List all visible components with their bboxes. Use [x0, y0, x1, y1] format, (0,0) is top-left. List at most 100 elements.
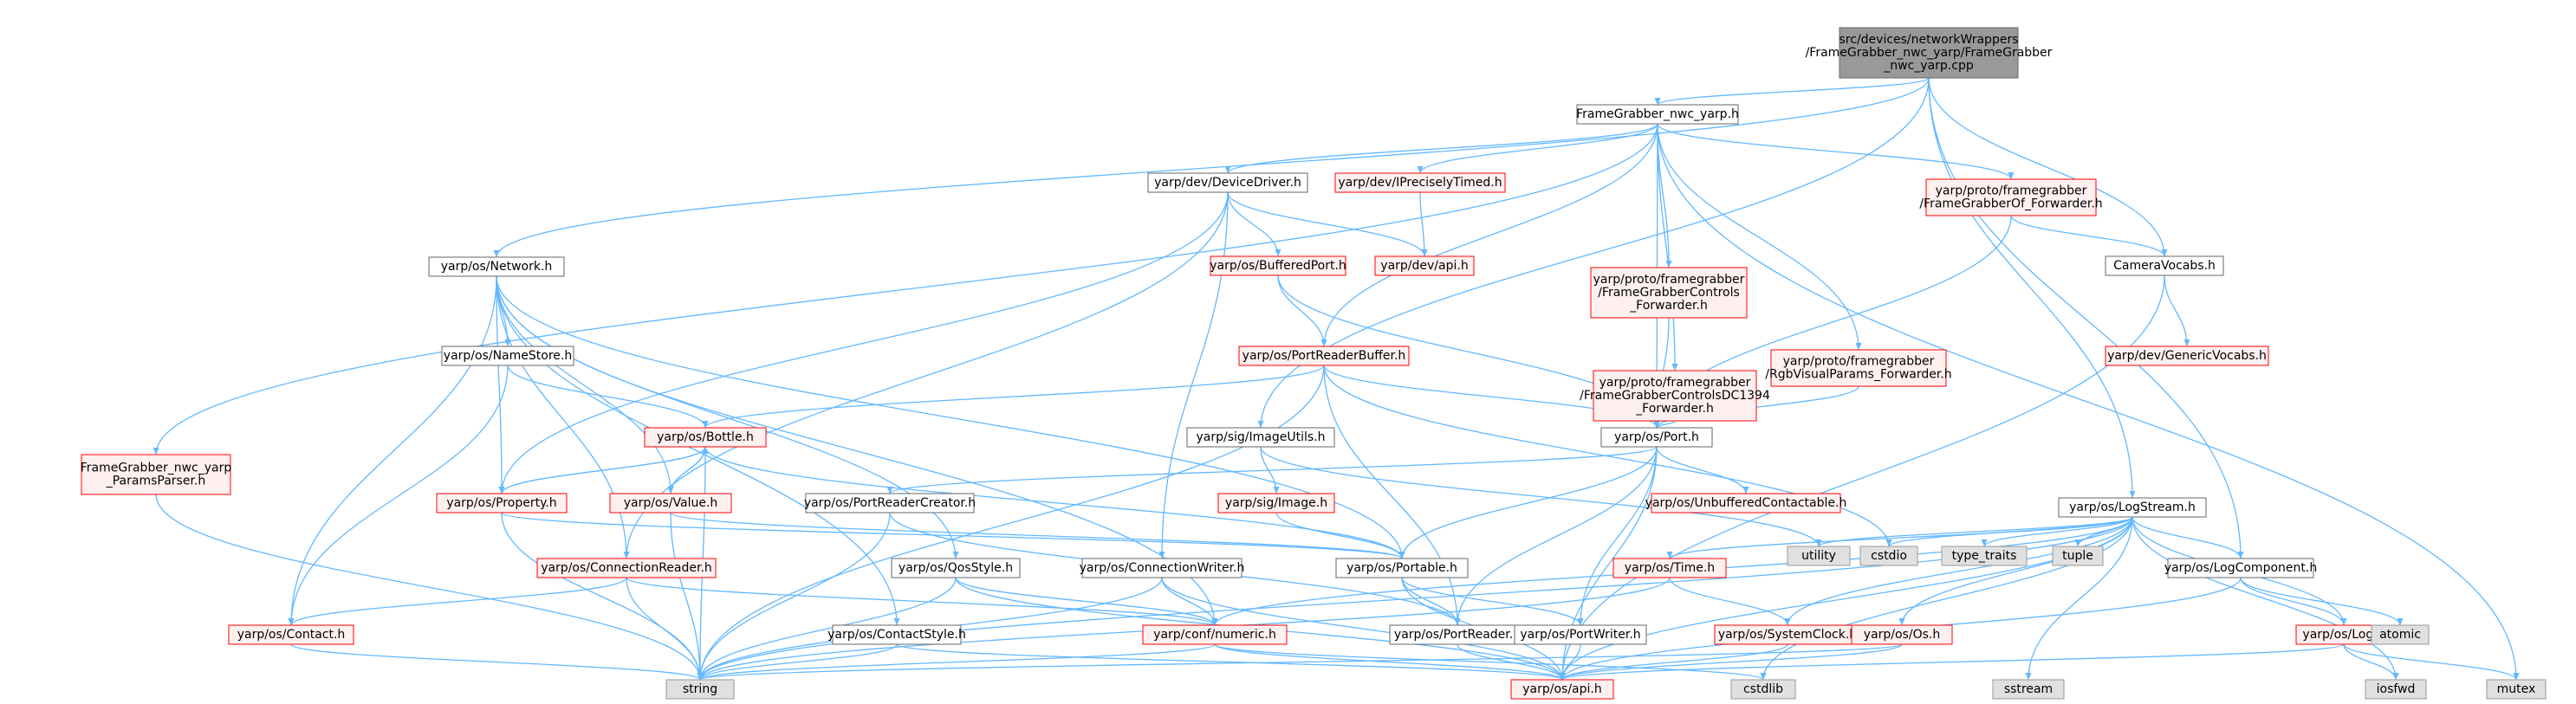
edge-logstream-to-osapi: [1559, 516, 2133, 681]
edge-network-to-property: [496, 275, 505, 494]
node-typetraits[interactable]: type_traits: [1941, 546, 2028, 566]
node-params[interactable]: FrameGrabber_nwc_yarp_ParamsParser.h: [81, 454, 232, 495]
node-atomic[interactable]: atomic: [2371, 624, 2430, 645]
edge-logstream-to-utility: [1815, 516, 2133, 547]
node-bottle[interactable]: yarp/os/Bottle.h: [644, 427, 767, 448]
node-iosfwd[interactable]: iosfwd: [2365, 679, 2427, 700]
node-devapi-label-line: yarp/dev/api.h: [1380, 259, 1468, 273]
node-portreader-label-line: yarp/os/PortReader.h: [1394, 628, 1521, 642]
node-value[interactable]: yarp/os/Value.h: [609, 493, 732, 513]
edge-image-to-portable: [1275, 512, 1405, 559]
node-cstdlib[interactable]: cstdlib: [1730, 679, 1796, 700]
node-image-label-line: yarp/sig/Image.h: [1225, 496, 1327, 510]
edge-devdriver-to-bufport: [1227, 191, 1282, 257]
edge-sysclock-to-osapi: [1559, 643, 1788, 681]
node-log-label-line: yarp/os/Log.h: [2302, 628, 2385, 642]
node-bufport[interactable]: yarp/os/BufferedPort.h: [1210, 255, 1346, 276]
node-fgof-label-line: yarp/proto/framegrabber: [1936, 184, 2087, 198]
node-logcomp[interactable]: yarp/os/LogComponent.h: [2164, 558, 2317, 578]
node-numeric-label-line: yarp/conf/numeric.h: [1153, 628, 1276, 642]
node-port-label-line: yarp/os/Port.h: [1614, 430, 1699, 444]
node-unbuf[interactable]: yarp/os/UnbufferedContactable.h: [1645, 493, 1847, 513]
edge-fg_h-to-fgdc: [1657, 123, 1678, 371]
node-fg_h[interactable]: FrameGrabber_nwc_yarp.h: [1576, 104, 1739, 125]
node-time[interactable]: yarp/os/Time.h: [1612, 558, 1727, 578]
node-contact[interactable]: yarp/os/Contact.h: [228, 624, 354, 645]
node-tuple-label-line: tuple: [2062, 549, 2093, 563]
node-contact-label-line: yarp/os/Contact.h: [237, 628, 346, 642]
node-string[interactable]: string: [665, 679, 735, 700]
node-fgctrl[interactable]: yarp/proto/framegrabber/FrameGrabberCont…: [1590, 267, 1748, 319]
node-image[interactable]: yarp/sig/Image.h: [1217, 493, 1335, 513]
node-qos[interactable]: yarp/os/QosStyle.h: [891, 558, 1021, 578]
node-prb-label-line: yarp/os/PortReaderBuffer.h: [1243, 349, 1406, 363]
node-sysclock[interactable]: yarp/os/SystemClock.h: [1714, 624, 1861, 645]
node-main[interactable]: src/devices/networkWrappers/FrameGrabber…: [1806, 27, 2053, 79]
edge-fg_h-to-params: [152, 123, 1658, 455]
edge-network-to-contactstyle: [496, 275, 900, 626]
node-logcomp-box: [2167, 558, 2314, 578]
node-port[interactable]: yarp/os/Port.h: [1600, 427, 1713, 448]
node-prb[interactable]: yarp/os/PortReaderBuffer.h: [1238, 346, 1410, 366]
node-osapi[interactable]: yarp/os/api.h: [1510, 679, 1614, 700]
node-portwriter[interactable]: yarp/os/PortWriter.h: [1514, 624, 1647, 645]
edge-logstream-to-string: [697, 516, 2133, 681]
edge-namestore-to-contact: [288, 365, 509, 626]
node-rgbvis[interactable]: yarp/proto/framegrabber/RgbVisualParams_…: [1765, 349, 1952, 387]
node-iprecise[interactable]: yarp/dev/IPreciselyTimed.h: [1334, 172, 1506, 193]
node-imageutils[interactable]: yarp/sig/ImageUtils.h: [1186, 427, 1335, 448]
node-camvocabs[interactable]: CameraVocabs.h: [2105, 255, 2224, 276]
node-contactstyle[interactable]: yarp/os/ContactStyle.h: [827, 624, 966, 645]
edge-connreader-to-contact: [288, 577, 627, 626]
node-mutex-box: [2486, 679, 2547, 700]
node-fgof[interactable]: yarp/proto/framegrabber/FrameGrabberOf_F…: [1919, 178, 2103, 216]
node-cstdio[interactable]: cstdio: [1859, 546, 1918, 566]
node-connwriter[interactable]: yarp/os/ConnectionWriter.h: [1080, 558, 1245, 578]
node-iosfwd-box: [2365, 679, 2427, 700]
edge-port-to-portreader: [1454, 446, 1658, 626]
node-time-box: [1612, 558, 1727, 578]
node-port-box: [1600, 427, 1713, 448]
node-utility[interactable]: utility: [1787, 546, 1851, 566]
edge-time-to-sysclock: [1669, 577, 1791, 626]
node-tuple[interactable]: tuple: [2052, 546, 2104, 566]
edge-qos-to-string: [697, 577, 957, 681]
node-genvocabs[interactable]: yarp/dev/GenericVocabs.h: [2105, 346, 2269, 366]
node-mutex[interactable]: mutex: [2486, 679, 2547, 700]
node-portwriter-label-line: yarp/os/PortWriter.h: [1520, 628, 1640, 642]
node-os[interactable]: yarp/os/Os.h: [1851, 624, 1953, 645]
edge-property-to-bottle: [501, 446, 709, 494]
node-network[interactable]: yarp/os/Network.h: [428, 256, 565, 277]
node-atomic-label-line: atomic: [2379, 628, 2421, 642]
node-sysclock-label-line: yarp/os/SystemClock.h: [1718, 628, 1857, 642]
node-devapi[interactable]: yarp/dev/api.h: [1374, 255, 1475, 276]
node-network-box: [428, 256, 565, 277]
node-unbuf-label-line: yarp/os/UnbufferedContactable.h: [1645, 496, 1847, 510]
edge-numeric-to-cstdlib: [1214, 643, 1767, 681]
edge-fg_h-to-rgbvis: [1657, 123, 1862, 351]
node-cstdio-box: [1859, 546, 1918, 566]
node-namestore[interactable]: yarp/os/NameStore.h: [441, 346, 574, 366]
node-prc[interactable]: yarp/os/PortReaderCreator.h: [804, 493, 976, 513]
node-params-box: [81, 454, 231, 495]
node-prb-box: [1238, 346, 1410, 366]
node-fgdc[interactable]: yarp/proto/framegrabber/FrameGrabberCont…: [1580, 370, 1770, 422]
edge-os-to-osapi: [1559, 643, 1903, 681]
node-devdriver[interactable]: yarp/dev/DeviceDriver.h: [1147, 172, 1308, 193]
node-property[interactable]: yarp/os/Property.h: [436, 493, 568, 513]
node-logstream[interactable]: yarp/os/LogStream.h: [2058, 497, 2207, 518]
node-connreader[interactable]: yarp/os/ConnectionReader.h: [536, 558, 717, 578]
node-bottle-box: [644, 427, 767, 448]
edge-connwriter-to-numeric: [1161, 577, 1218, 626]
node-bottle-label-line: yarp/os/Bottle.h: [657, 430, 754, 444]
node-sstream[interactable]: sstream: [1992, 679, 2065, 700]
node-params-label-line: FrameGrabber_nwc_yarp: [81, 462, 232, 475]
node-numeric[interactable]: yarp/conf/numeric.h: [1142, 624, 1288, 645]
node-cstdio-label-line: cstdio: [1871, 549, 1907, 563]
node-portable[interactable]: yarp/os/Portable.h: [1335, 558, 1469, 578]
node-log[interactable]: yarp/os/Log.h: [2295, 624, 2392, 645]
node-bufport-box: [1210, 255, 1346, 276]
node-portreader[interactable]: yarp/os/PortReader.h: [1389, 624, 1526, 645]
node-value-box: [609, 493, 732, 513]
edge-namestore-to-bottle: [507, 365, 709, 429]
